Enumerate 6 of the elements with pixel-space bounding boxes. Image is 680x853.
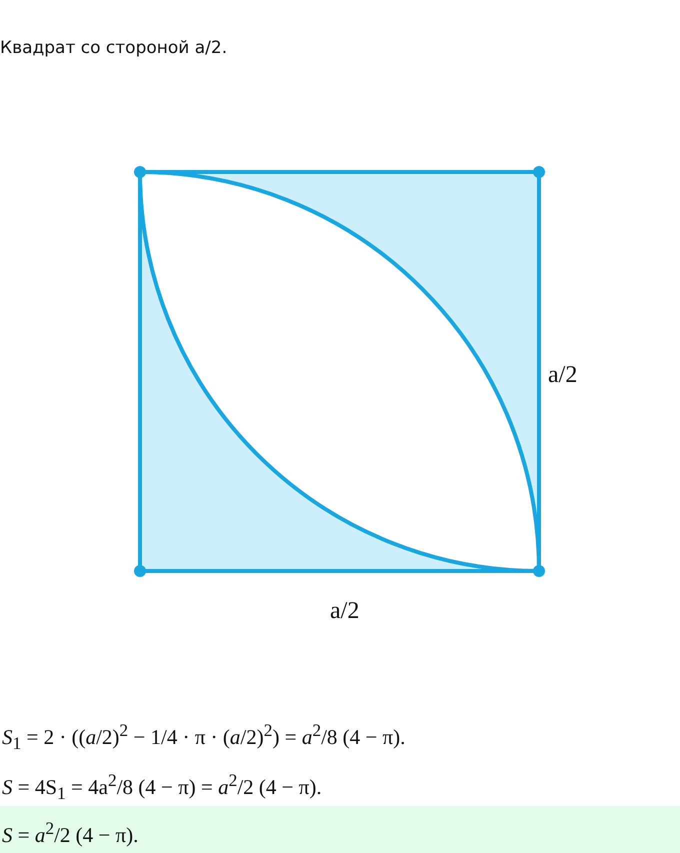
formula-text: S = 4S$_{1}$ = 4a$^{2}$/8 (4 − π) = a$^{2}$/2 (4 − π). xyxy=(2,770,322,804)
answer-formula: S = a$^{2}$/2 (4 − π). xyxy=(2,818,138,848)
caption-text: Квадрат со стороной a/2. xyxy=(0,38,228,58)
side-length-label: a/2 xyxy=(330,598,360,625)
formula-text: S$_{1}$ = 2 · ((a/2)$^{2}$ − 1/4 · π · (a/2)$^{2}$) = a$^{2}$/8 (4 − π). xyxy=(2,720,406,754)
side-length-label: a/2 xyxy=(548,362,578,389)
